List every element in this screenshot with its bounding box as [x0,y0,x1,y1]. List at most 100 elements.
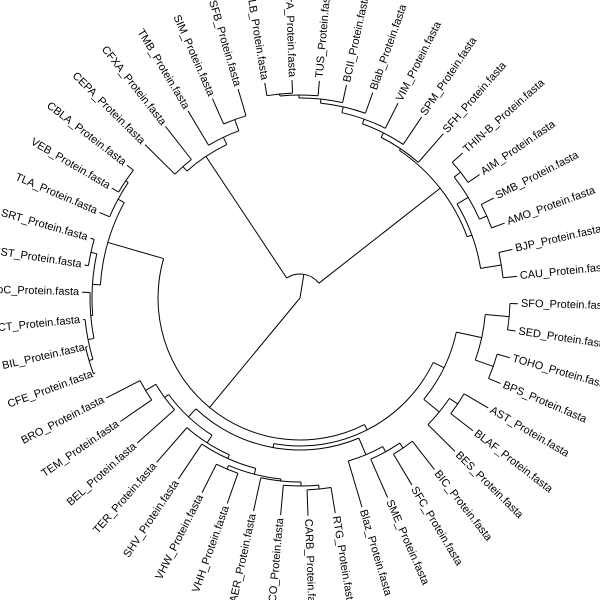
clade-arc-4 [456,203,482,269]
internal-branch-5-0 [453,171,461,178]
internal-branch-36-0 [226,465,230,470]
leaf-branch-30 [126,164,134,171]
leaf-label: AmpC_Protein.fasta [0,284,80,299]
leaf-branch-10 [347,460,363,508]
internal-branch-47-1 [485,314,510,318]
internal-branch-34-1 [227,454,230,459]
leaf-label: BIL_Protein.fasta [1,341,87,372]
leaf-label: CcrA_Protein.fasta [283,0,298,78]
leaf-branch-7 [411,440,435,470]
leaf-branch-42 [402,116,423,145]
leaf-branch-13 [280,485,284,516]
clade-arc-21 [99,202,125,285]
internal-branch-9-1 [380,132,384,138]
leaf-branch-35 [237,88,247,116]
leaf-branch-32 [165,126,192,160]
clade-arc-30 [195,408,360,451]
leaf-label: SRT_Protein.fasta [0,207,90,243]
clade-arc-18 [223,115,247,125]
clade-arc-43 [393,440,413,455]
internal-branch-44-0 [423,398,440,413]
internal-branch-30-1 [358,437,367,455]
leaf-label: SFO_Protein.fasta [521,298,600,312]
leaf-label: SST_Protein.fasta [0,245,83,270]
clade-arc-2 [286,273,320,284]
clade-arc-33 [139,380,153,401]
leaf-label: BCII_Protein.fasta [341,0,372,83]
leaf-branch-26 [84,264,89,267]
leaf-branch-40 [364,92,374,114]
leaf-branch-43 [417,133,444,163]
tree-branches [82,80,518,516]
clade-arc-36 [228,464,282,480]
leaf-branch-46 [481,197,494,205]
leaf-branch-41 [384,103,399,129]
clade-arc-29 [273,362,434,447]
clade-arc-31 [168,394,213,436]
internal-branch-10-1 [361,118,365,125]
leaf-branch-39 [342,84,347,103]
internal-branch-31-1 [206,434,213,444]
clade-arc-20 [157,258,365,441]
leaf-branch-2 [497,353,510,359]
leaf-branch-11 [330,487,336,514]
leaf-label: TOHO_Protein.fasta [511,353,600,392]
leaf-branch-17 [177,443,203,480]
internal-branch-21-0 [117,198,125,204]
leaf-branch-12 [306,489,309,516]
clade-arc-6 [451,161,469,183]
clade-arc-48 [488,354,498,379]
leaf-branch-28 [99,212,110,218]
leaf-label: RTG_Protein.fasta [330,515,357,600]
leaf-branch-22 [93,372,96,375]
internal-branch-44-1 [456,331,482,339]
leaf-branch-19 [136,409,175,444]
internal-branch-16-1 [182,166,188,172]
clade-arc-7 [480,204,493,229]
leaf-label: TUS_Protein.fasta [314,0,334,78]
leaf-label: ACT_Protein.fasta [0,314,82,335]
leaf-branch-47 [491,222,505,229]
clade-arc-9 [380,136,419,163]
internal-branch-24-0 [90,251,97,255]
clade-arc-16 [186,144,228,172]
leaf-branch-36 [264,82,268,96]
leaf-branch-34 [211,98,225,125]
clade-arc-35 [201,443,256,469]
internal-branch-5-1 [479,215,488,220]
leaf-branch-8 [393,453,413,486]
leaf-branch-15 [226,473,239,504]
leaf-branch-14 [253,477,262,512]
internal-branch-4-1 [480,264,502,269]
leaf-branch-33 [187,110,210,146]
leaf-branch-4 [463,393,489,409]
leaf-label: Blaz_Protein.fasta [357,508,394,598]
internal-branch-17-1 [234,119,240,132]
leaf-branch-29 [111,187,119,193]
internal-branch-16-0 [222,137,228,145]
internal-branch-26-1 [87,337,95,341]
internal-branch-1-1 [209,297,301,408]
leaf-branch-6 [427,424,456,452]
leaf-branch-1 [507,329,516,332]
leaf-label: BJP_Protein.fasta [514,223,600,255]
internal-branch-2-0 [318,187,441,284]
internal-branch-29-0 [272,443,275,448]
internal-branch-29-1 [433,361,445,369]
leaf-branch-38 [317,80,320,96]
clade-arc-10 [362,123,404,145]
leaf-branch-9 [370,458,389,498]
leaf-branch-18 [156,427,188,463]
clade-arc-39 [283,484,319,487]
internal-branch-27-1 [88,358,94,361]
leaf-branch-21 [106,380,141,399]
leaf-branch-16 [201,463,217,493]
clade-arc-46 [450,393,465,414]
leaf-branch-3 [488,377,501,384]
leaf-branch-48 [498,248,513,253]
leaf-branch-31 [144,144,176,175]
clade-arc-23 [118,169,134,193]
leaf-branch-27 [90,237,95,240]
clade-arc-19 [174,159,192,175]
